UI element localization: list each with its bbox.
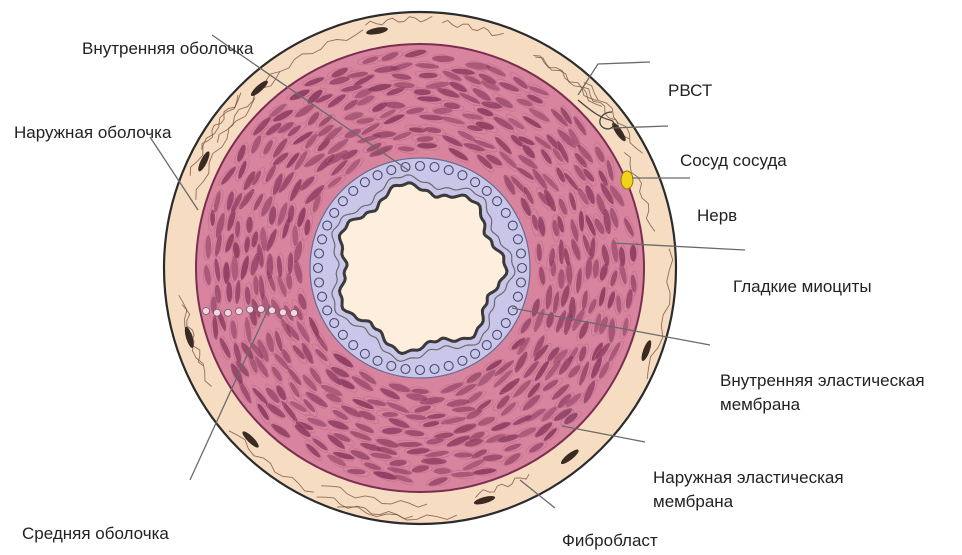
- label-middle-shell: Средняя оболочка: [22, 523, 169, 545]
- label-outer-elastic-membrane: Наружная эластическая мембрана: [653, 467, 844, 513]
- elastic-dot: [203, 308, 210, 315]
- label-vasa-vasorum: Сосуд сосуда: [680, 150, 787, 172]
- label-fibroblast: Фибробласт: [562, 530, 658, 552]
- label-rvst: РВСТ: [668, 80, 712, 102]
- elastic-dot: [214, 309, 221, 316]
- elastic-dot: [225, 309, 232, 316]
- label-smooth-myocytes: Гладкие миоциты: [733, 276, 872, 298]
- label-outer-elastic-membrane-line1: Наружная эластическая: [653, 467, 844, 489]
- elastic-dot: [258, 306, 265, 313]
- smooth-myocyte: [210, 210, 215, 226]
- label-inner-elastic-membrane-line2: мембрана: [720, 394, 925, 416]
- label-inner-shell: Внутренняя оболочка: [82, 38, 253, 60]
- elastic-dot: [291, 310, 298, 317]
- vasa-vasorum: [621, 171, 633, 189]
- label-outer-elastic-membrane-line2: мембрана: [653, 491, 844, 513]
- label-inner-elastic-membrane-line1: Внутренняя эластическая: [720, 370, 925, 392]
- elastic-dot: [247, 306, 254, 313]
- label-inner-elastic-membrane: Внутренняя эластическая мембрана: [720, 370, 925, 416]
- label-nerve: Нерв: [697, 205, 737, 227]
- label-outer-shell: Наружная оболочка: [14, 122, 171, 144]
- elastic-dot: [280, 309, 287, 316]
- elastic-dot: [269, 307, 276, 314]
- smooth-myocyte: [419, 73, 438, 79]
- elastic-dot: [236, 308, 243, 315]
